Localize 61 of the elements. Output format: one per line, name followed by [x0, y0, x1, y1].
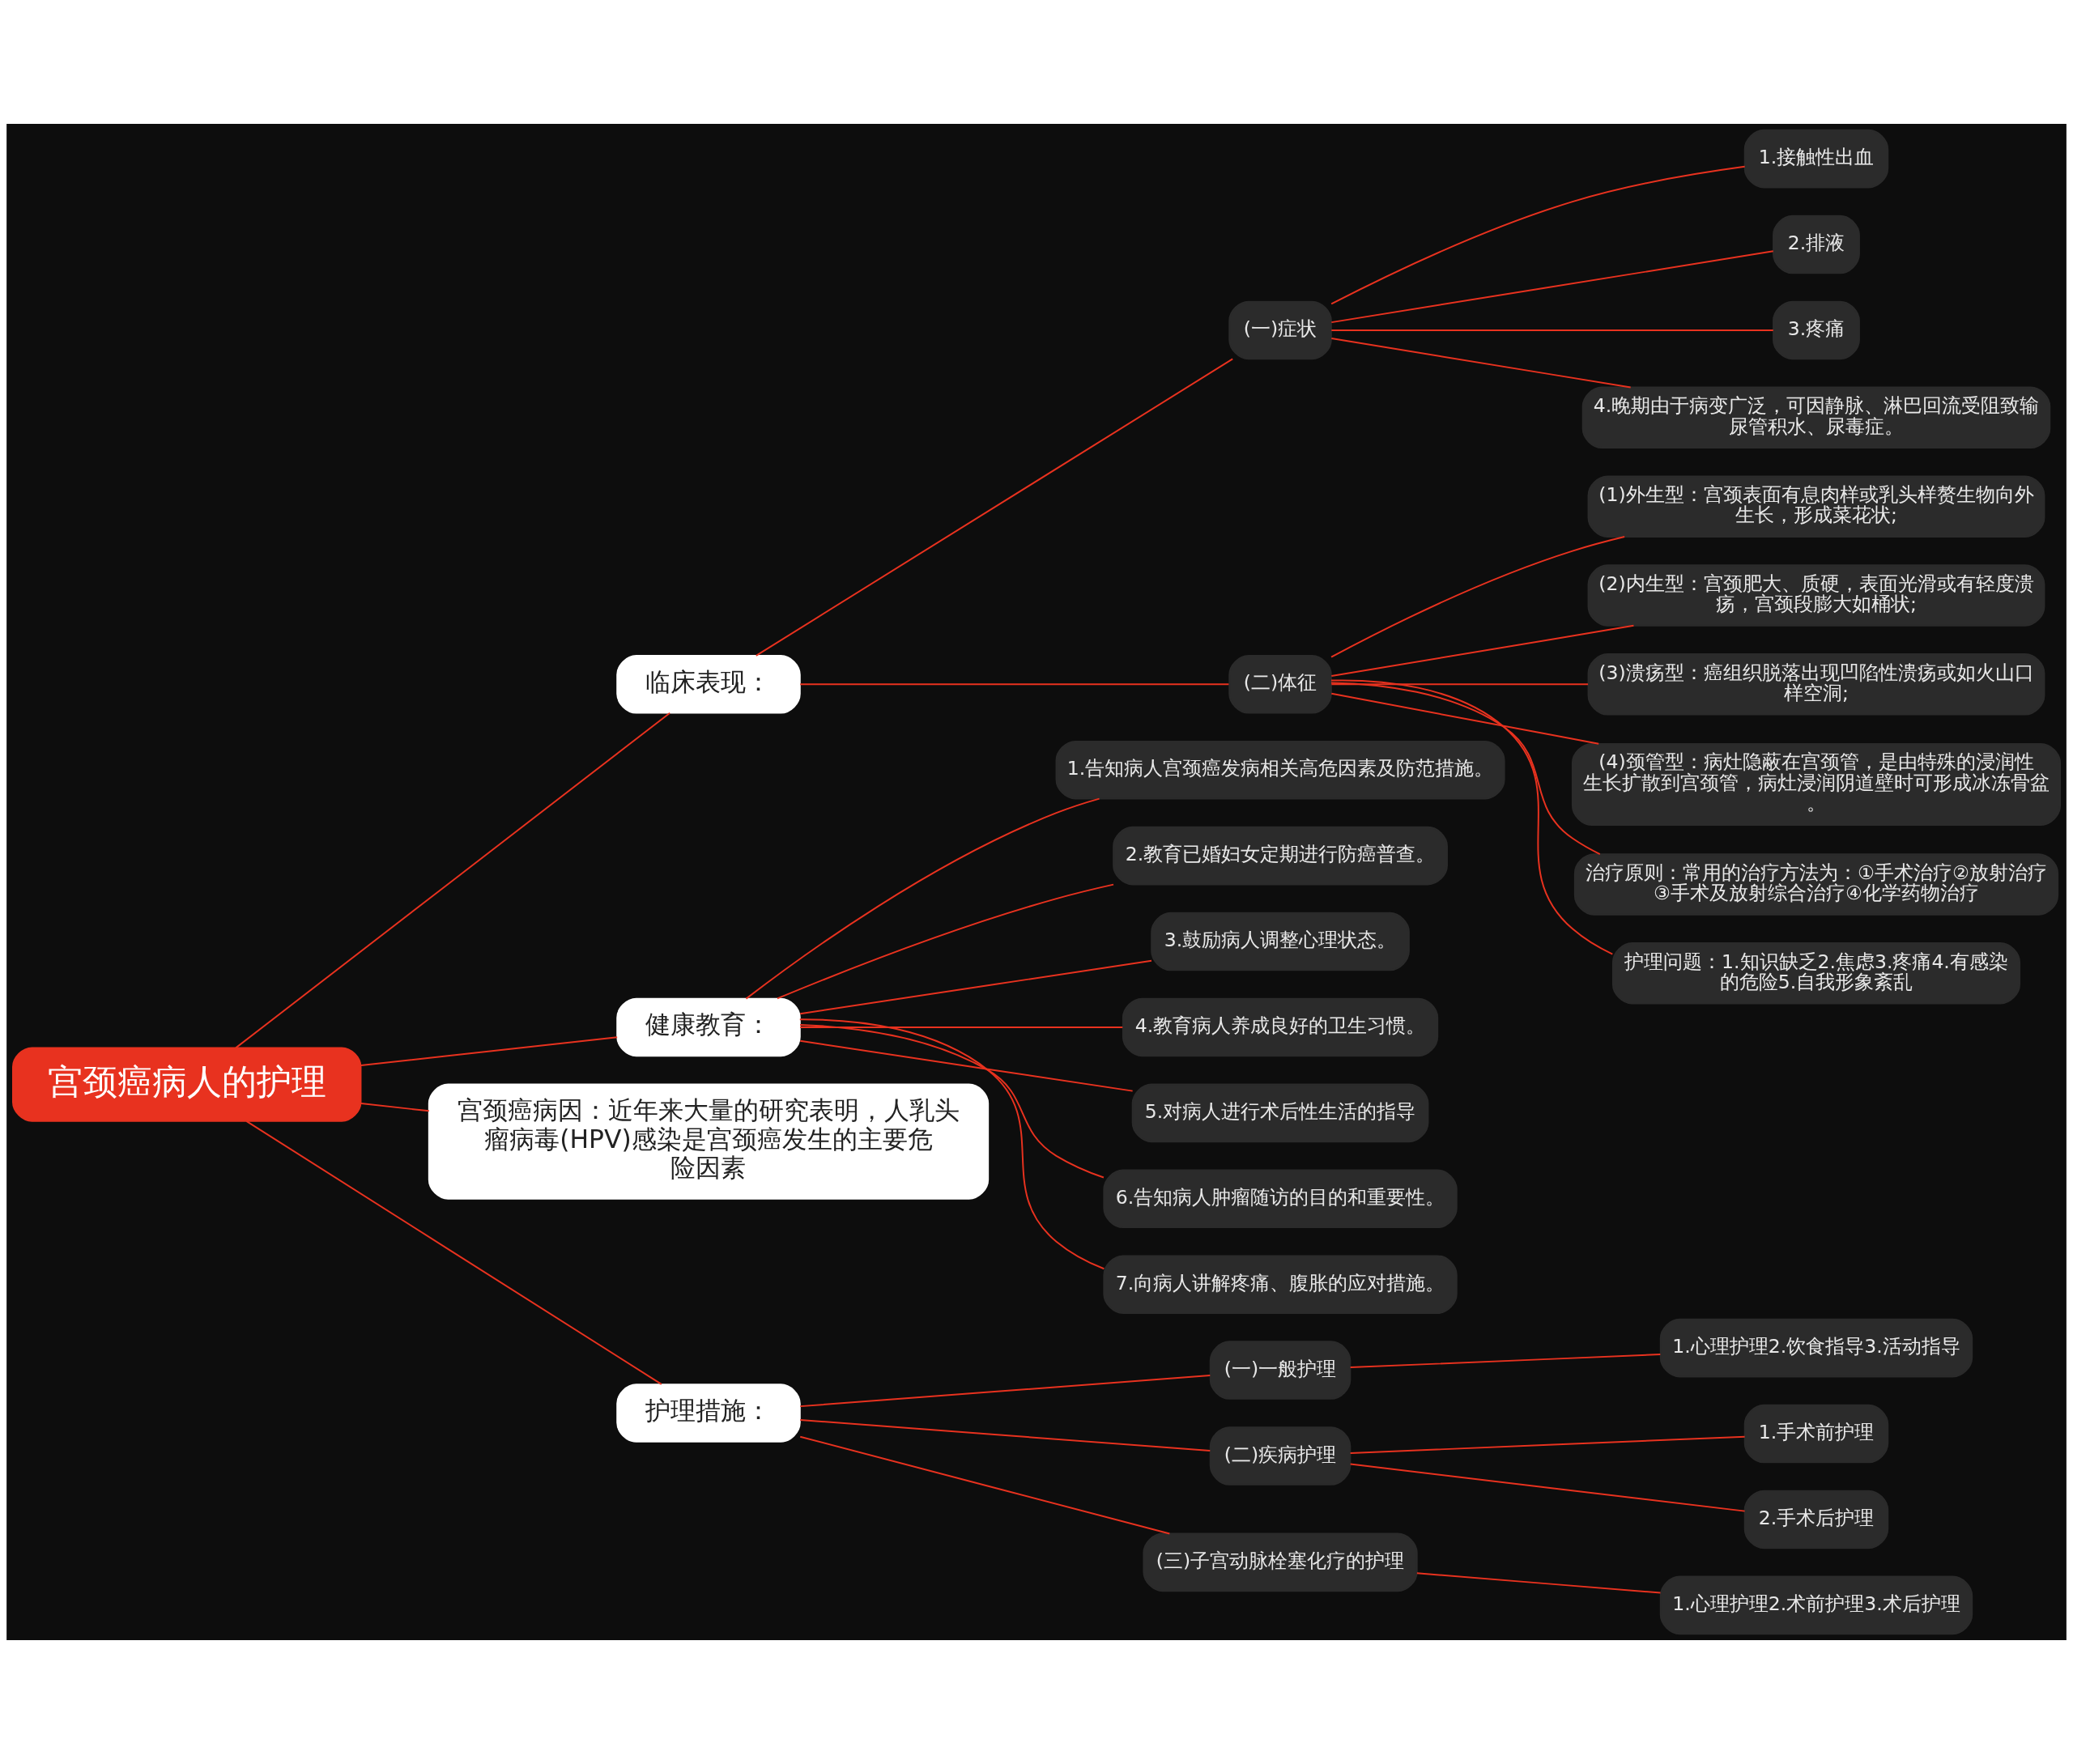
- connector: [1330, 692, 1600, 745]
- node-box: 3.鼓励病人调整心理状态。: [1151, 912, 1410, 971]
- connector: [1330, 250, 1774, 324]
- connector: [799, 1435, 1171, 1535]
- node-box: 宫颈癌病因：近年来大量的研究表明，人乳头瘤病毒(HPV)感染是宫颈癌发生的主要危险因素: [428, 1083, 990, 1200]
- connector: [799, 1418, 1211, 1452]
- node-box: (2)内生型：宫颈肥大、质硬，表面光滑或有轻度溃疡，宫颈段膨大如桶状;: [1587, 564, 2045, 627]
- node-box: 宫颈癌病人的护理: [12, 1047, 362, 1122]
- connector: [799, 1375, 1211, 1408]
- node-box: 2.教育已婚妇女定期进行防癌普查。: [1113, 826, 1448, 886]
- connector: [1330, 683, 1590, 686]
- node-box: (3)溃疡型：癌组织脱落出现凹陷性溃疡或如火山口样空洞;: [1587, 653, 2045, 716]
- connector: [1349, 1463, 1746, 1512]
- connector: [799, 1026, 1124, 1028]
- node-box: 1.心理护理2.术前护理3.术后护理: [1659, 1575, 1973, 1635]
- connector: [799, 683, 1230, 686]
- connector: [235, 712, 671, 1049]
- node-box: 3.疼痛: [1773, 300, 1860, 360]
- connector: [245, 1120, 662, 1385]
- connector: [1415, 1572, 1662, 1594]
- node-box: (二)疾病护理: [1209, 1426, 1351, 1486]
- node-box: 4.教育病人养成良好的卫生习惯。: [1122, 997, 1439, 1057]
- connector: [1330, 679, 1614, 955]
- connector: [755, 358, 1234, 657]
- node-box: 2.手术后护理: [1743, 1490, 1889, 1549]
- connector: [1330, 329, 1774, 331]
- node-box: 护理问题：1.知识缺乏2.焦虑3.疼痛4.有感染的危险5.自我形象紊乱: [1611, 942, 2020, 1005]
- node-box: (二)体征: [1228, 655, 1332, 714]
- node-box: 1.接触性出血: [1743, 129, 1889, 189]
- node-box: 2.排液: [1773, 215, 1860, 274]
- connector: [1330, 165, 1746, 305]
- node-box: 1.告知病人宫颈癌发病相关高危因素及防范措施。: [1055, 740, 1505, 800]
- connector: [1349, 1354, 1662, 1369]
- node-box: 5.对病人进行术后性生活的指导: [1131, 1083, 1429, 1143]
- connector: [360, 1103, 430, 1112]
- node-box: 7.向病人讲解疼痛、腹胀的应对措施。: [1103, 1255, 1458, 1314]
- connector: [799, 1023, 1105, 1179]
- node-box: 临床表现：: [616, 655, 801, 714]
- node-box: (一)一般护理: [1209, 1341, 1351, 1400]
- node-box: 健康教育：: [616, 997, 801, 1057]
- node-box: 护理措施：: [616, 1384, 801, 1443]
- connector: [1330, 536, 1626, 658]
- connector: [799, 1039, 1134, 1092]
- connector: [798, 1018, 1105, 1270]
- connector: [360, 1036, 619, 1066]
- node-box: (三)子宫动脉栓塞化疗的护理: [1143, 1532, 1418, 1592]
- node-box: 4.晚期由于病变广泛，可因静脉、淋巴回流受阻致输尿管积水、尿毒症。: [1581, 386, 2051, 449]
- node-box: (1)外生型：宫颈表面有息肉样或乳头样赘生物向外生长，形成菜花状;: [1587, 475, 2045, 538]
- node-box: (4)颈管型：病灶隐蔽在宫颈管，是由特殊的浸润性生长扩散到宫颈管，病灶浸润阴道壁时可形成冰冻骨盆。: [1571, 742, 2061, 826]
- connector: [1330, 682, 1601, 856]
- connector: [1330, 624, 1635, 678]
- connector: [799, 959, 1152, 1015]
- connector: [777, 883, 1114, 1000]
- connector: [1330, 338, 1632, 389]
- node-box: (一)症状: [1228, 300, 1332, 360]
- node-box: 6.告知病人肿瘤随访的目的和重要性。: [1103, 1169, 1458, 1229]
- node-box: 1.心理护理2.饮食指导3.活动指导: [1659, 1318, 1973, 1378]
- node-box: 治疗原则：常用的治疗方法为：①手术治疗②放射治疗③手术及放射综合治疗④化学药物治疗: [1573, 853, 2059, 916]
- connector: [745, 797, 1100, 1000]
- node-box: 1.手术前护理: [1743, 1404, 1889, 1464]
- connector: [1349, 1435, 1746, 1454]
